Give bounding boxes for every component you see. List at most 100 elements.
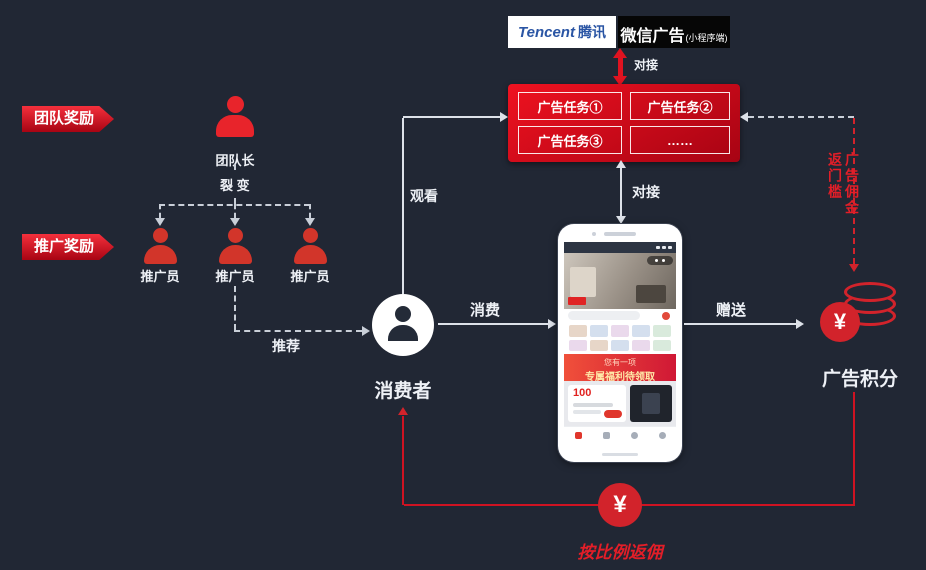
person-torso: [143, 245, 177, 264]
dock-top-arrow-down-icon: [613, 76, 627, 86]
team-leader-icon: [212, 96, 258, 137]
product-card[interactable]: 100: [568, 385, 626, 422]
person-head: [226, 96, 244, 113]
watch-arrow-icon: [500, 112, 508, 122]
dock-mid-arrow-up-icon: [616, 160, 626, 168]
fission-label: 裂 变: [217, 174, 253, 195]
tencent-logo: Tencent 腾讯: [508, 16, 616, 48]
person-torso: [293, 245, 327, 264]
search-input[interactable]: [568, 311, 640, 320]
phone-home-bar: [602, 453, 638, 456]
cart-tab-icon[interactable]: [630, 432, 638, 439]
person-torso: [218, 245, 252, 264]
ad-points-icon: ¥: [818, 282, 902, 348]
rebate-connector-right-h: [642, 504, 855, 506]
fission-arrow-left-icon: [155, 218, 165, 226]
promoter-icon-3: [287, 228, 333, 264]
consume-connector: [438, 323, 548, 325]
dock-mid-label: 对接: [632, 184, 660, 200]
commission-vertical-label: 广告佣金 返门槛: [827, 152, 860, 216]
app-tab-bar: [564, 426, 676, 444]
tencent-logo-cn: 腾讯: [577, 24, 606, 40]
person-head: [395, 306, 411, 322]
rebate-connector-left-h: [404, 504, 598, 506]
product-text-bar: [573, 410, 601, 414]
consume-label: 消费: [470, 302, 501, 319]
gift-label: 赠送: [716, 302, 747, 319]
product-price: 100: [573, 387, 592, 399]
watch-connector-h: [403, 116, 500, 118]
person-torso: [216, 115, 254, 137]
gift-connector: [684, 323, 796, 325]
rebate-arrow-up-icon: [398, 407, 408, 415]
person-head: [227, 228, 243, 243]
promoter-label-1: 推广员: [140, 269, 180, 284]
wechat-ads-badge: 微信广告 (小程序端): [618, 16, 730, 48]
home-tab-icon[interactable]: [574, 432, 582, 439]
product-image[interactable]: [630, 385, 672, 422]
phone-camera-dot: [592, 232, 596, 236]
promoter-icon-1: [137, 228, 183, 264]
watch-connector-v: [402, 118, 404, 294]
person-head: [302, 228, 318, 243]
coupon-banner[interactable]: 您有一项 专属福利待领取: [564, 354, 676, 383]
consumer-label: 消费者: [374, 381, 432, 402]
commission-connector-v: [853, 118, 855, 264]
yuan-coin-icon: ¥: [820, 302, 860, 342]
ad-points-label: 广告积分: [821, 369, 898, 390]
coupon-banner-line1: 您有一项: [604, 358, 636, 367]
fission-branch-right: [309, 204, 311, 218]
category-grid[interactable]: [564, 322, 676, 354]
banner-shelf-shape: [570, 267, 596, 297]
category-tab-icon[interactable]: [602, 432, 610, 439]
fission-branch-left: [159, 204, 161, 218]
promoter-label-2: 推广员: [215, 269, 255, 284]
banner-promo-tag: [568, 297, 586, 305]
notice-icon[interactable]: [662, 312, 670, 320]
gift-arrow-icon: [796, 319, 804, 329]
recommend-arrow-icon: [362, 326, 370, 336]
app-hero-banner: [564, 253, 676, 309]
ad-task-3: 广告任务③: [518, 126, 622, 154]
rebate-yuan-icon: ¥: [598, 483, 642, 527]
promoter-icon-2: [212, 228, 258, 264]
promoter-label-3: 推广员: [290, 269, 330, 284]
person-head: [152, 228, 168, 243]
consumer-icon: [372, 294, 434, 356]
fission-branch-mid: [234, 204, 236, 218]
ad-task-panel: 广告任务① 广告任务② 广告任务③ ……: [508, 84, 740, 162]
banner-furniture-shape: [636, 285, 666, 303]
buy-button[interactable]: [604, 410, 622, 418]
commission-connector-h: [748, 116, 854, 118]
tencent-logo-en: Tencent: [518, 23, 575, 41]
rebate-connector-left-v: [402, 416, 404, 505]
recommend-label: 推荐: [272, 338, 300, 354]
wechat-ads-title: 微信广告: [620, 28, 685, 45]
promo-reward-ribbon: 推广奖励: [22, 234, 114, 260]
ad-task-more: ……: [630, 126, 730, 154]
miniprogram-capsule[interactable]: [647, 256, 673, 265]
product-text-bar: [573, 403, 613, 407]
dock-top-label: 对接: [634, 58, 659, 72]
profile-tab-icon[interactable]: [658, 432, 666, 439]
consume-arrow-icon: [548, 319, 556, 329]
coin-disc: [844, 282, 896, 302]
ad-task-2: 广告任务②: [630, 92, 730, 120]
phone-screen: 您有一项 专属福利待领取 100: [564, 242, 676, 444]
status-bar: [564, 242, 676, 253]
dock-mid-arrow-down-icon: [616, 216, 626, 224]
dock-top-arrow-up-icon: [613, 48, 627, 58]
app-search-row: [564, 309, 676, 322]
wechat-ads-subtitle: (小程序端): [685, 33, 728, 43]
product-section: 100: [564, 381, 676, 426]
commission-arrow-left-icon: [740, 112, 748, 122]
person-torso: [388, 325, 418, 341]
fission-arrow-right-icon: [305, 218, 315, 226]
ad-task-1: 广告任务①: [518, 92, 622, 120]
recommend-connector-h: [234, 330, 362, 332]
fission-arrow-mid-icon: [230, 218, 240, 226]
commission-arrow-down-icon: [849, 264, 859, 272]
phone-mockup: 您有一项 专属福利待领取 100: [558, 224, 682, 462]
dock-top-connector: [618, 57, 623, 79]
